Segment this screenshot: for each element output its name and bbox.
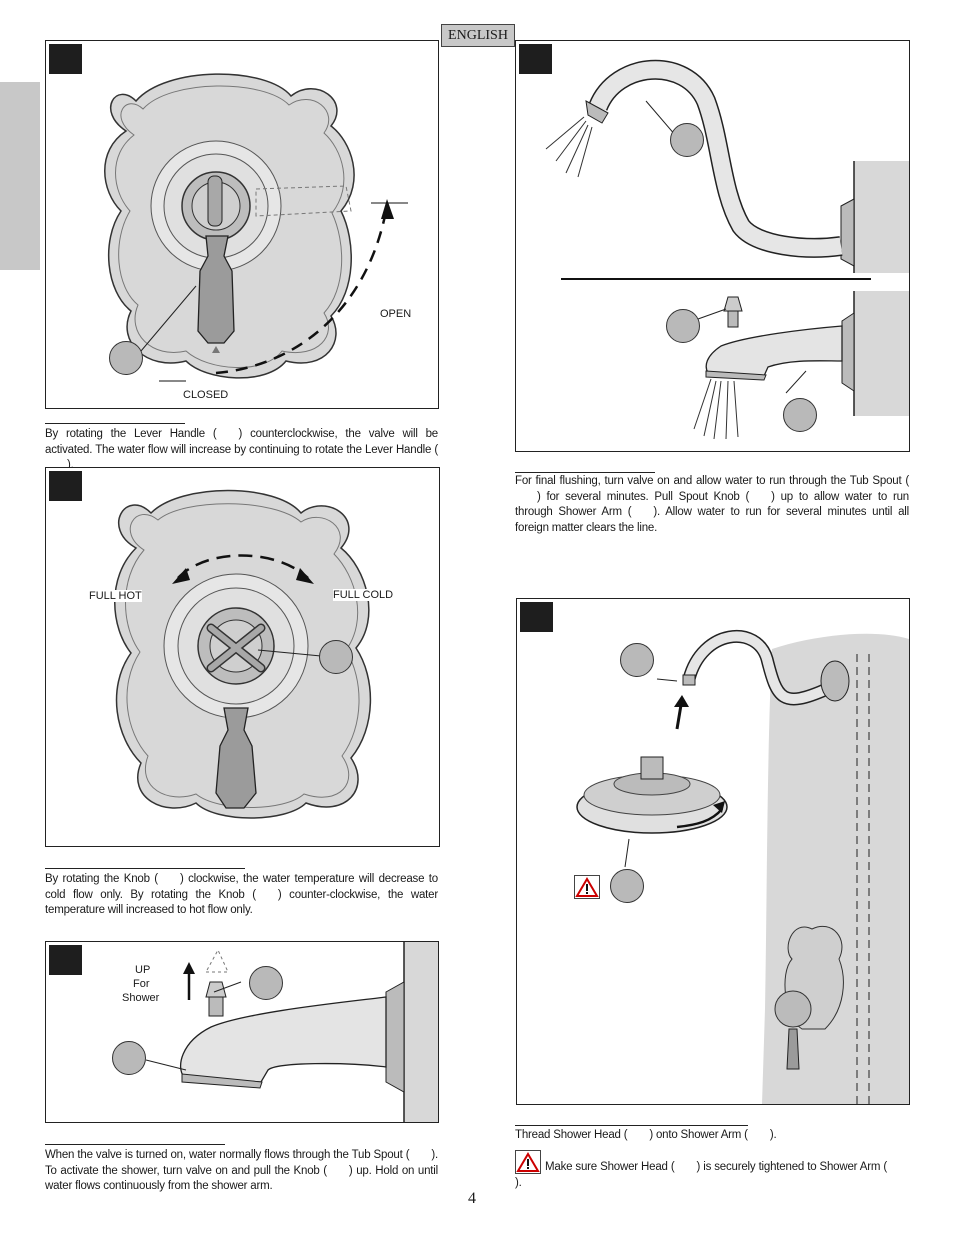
caption-text: For final flushing, turn valve on and al… [515,475,909,487]
caption-rule [45,1144,225,1145]
caption-text: ). [769,1129,777,1141]
warning-text: ) is securely tightened to Shower Arm ( [696,1161,887,1173]
label-up: UP [135,964,151,976]
shower-head-illustration [576,629,909,1104]
caption-text: ) up. Hold on until water flows continuo… [45,1164,438,1193]
panel-flushing [515,40,910,452]
caption-text: When the valve is turned on, water norma… [45,1149,410,1161]
tub-spout-illustration [145,942,438,1122]
label-closed: CLOSED [183,389,229,401]
callout-lever-handle [109,341,143,375]
label-full-hot: FULL HOT [89,590,142,602]
caption-rule [515,472,655,473]
lever-handle-illustration [104,73,408,382]
temperature-knob-illustration [114,489,372,819]
caption-text: Thread Shower Head ( [515,1129,628,1141]
flushing-illustration [545,59,909,440]
caption-rule [515,1125,748,1126]
caption-text: ) up to allow water to run through Showe… [515,490,909,519]
step-number-box [49,945,82,975]
caption-tub-spout: When the valve is turned on, water norma… [45,1148,438,1195]
caption-text: ) counter-clockwise, the water temperatu… [45,888,438,917]
step-number-box [520,602,553,632]
callout-knob [319,640,353,674]
caption-text: ) counterclockwise, the valve will be ac… [45,428,439,456]
warning-text: Make sure Shower Head ( [545,1161,675,1173]
caption-text: By rotating the Lever Handle ( [45,428,217,440]
warning-text: ). [515,1176,522,1189]
callout-tub-spout [112,1041,146,1075]
step-number-box [519,44,552,74]
caption-temperature-knob: By rotating the Knob () clockwise, the w… [45,872,438,919]
callout-tub-spout [783,398,817,432]
caption-text: ). Allow water to run for several minute… [515,506,910,534]
callout-shower-arm [620,643,654,677]
panel-shower-head [516,598,910,1105]
warning-shower-head: Make sure Shower Head ( ) is securely tig… [515,1150,909,1191]
callout-spout-knob [666,309,700,343]
warning-icon [574,875,600,899]
caption-text: ). To activate the shower, turn valve on… [45,1149,438,1177]
caption-flushing: For final flushing, turn valve on and al… [515,474,909,536]
label-for: For [133,978,150,990]
callout-spout-knob [249,966,283,1000]
side-tab [0,82,40,270]
panel-temperature-knob: FULL HOT FULL COLD [45,467,440,847]
caption-rule [45,868,245,869]
step-number-box [49,471,82,501]
language-tab: ENGLISH [441,24,515,47]
caption-rule [45,423,185,424]
caption-text: ) clockwise, the water temperature will … [45,873,438,901]
caption-shower-head: Thread Shower Head ( ) onto Shower Arm ()… [515,1128,909,1144]
caption-text: ) for several minutes. Pull Spout Knob ( [537,490,750,503]
step-number-box [49,44,82,74]
warning-icon [515,1150,541,1174]
caption-text: ). [67,459,74,471]
caption-lever-handle: By rotating the Lever Handle () counterc… [45,427,438,474]
label-full-cold: FULL COLD [333,589,394,601]
label-shower: Shower [122,992,160,1004]
callout-shower-arm [670,123,704,157]
caption-text: ) onto Shower Arm ( [649,1129,748,1141]
caption-text: By rotating the Knob ( [45,873,158,885]
page-number: 4 [468,1190,476,1207]
panel-tub-spout: UP For Shower [45,941,439,1123]
label-open: OPEN [380,308,412,320]
callout-shower-head [610,869,644,903]
panel-lever-handle: OPEN CLOSED [45,40,439,409]
